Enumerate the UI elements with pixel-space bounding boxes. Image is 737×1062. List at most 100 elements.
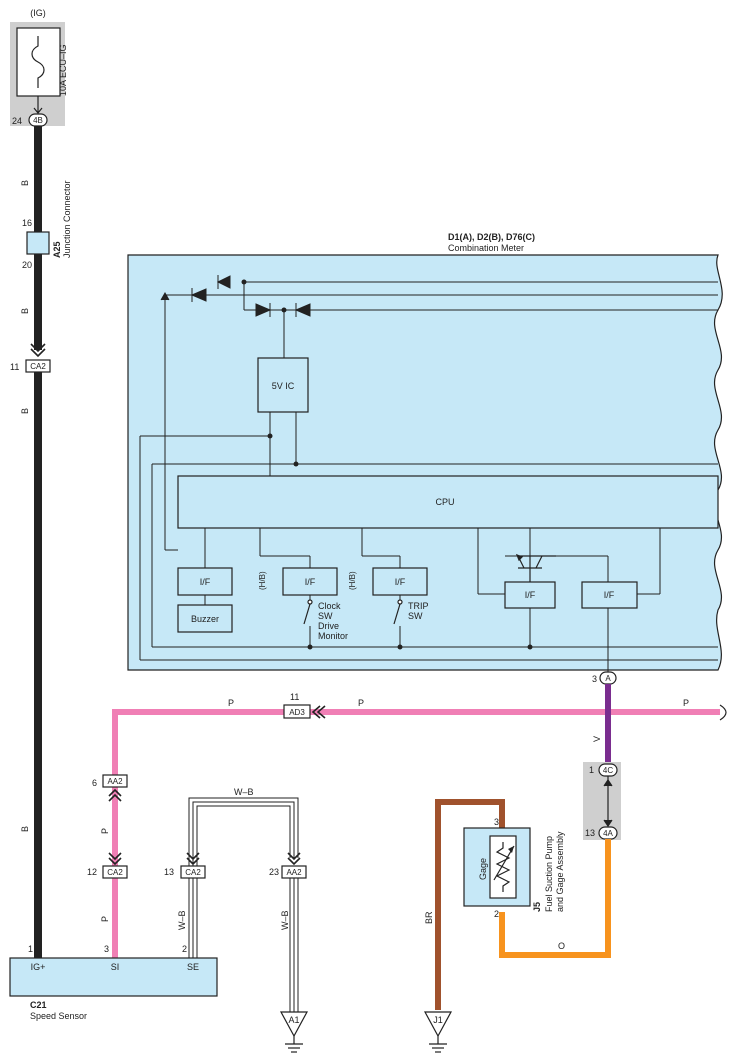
if-label-2: I/F [305, 577, 316, 587]
meter-id: D1(A), D2(B), D76(C) [448, 232, 535, 242]
wire-p-label-2: P [358, 698, 364, 708]
wire-p-label-3: P [683, 698, 689, 708]
connector-aa2-23 [281, 865, 307, 879]
fuse-pin: 24 [12, 116, 22, 126]
ground-j1-icon [423, 1011, 453, 1053]
gage-label: Gage [478, 858, 488, 880]
if-label-1: I/F [200, 577, 211, 587]
connector-aa2-left [102, 774, 128, 788]
connector-ca2-top-label: CA2 [30, 362, 46, 371]
switch-trip-label-2: SW [408, 611, 423, 621]
ground-a1-label: A1 [288, 1015, 299, 1025]
ground-a1-icon [279, 1011, 309, 1053]
gage-name-2: and Gage Assembly [555, 831, 565, 912]
meter-internal-wiring [139, 281, 718, 672]
wire-br-label: BR [424, 911, 434, 924]
connector-ad3 [283, 704, 311, 719]
connector-ad3-label: AD3 [289, 708, 305, 717]
switch-clock-label-4: Monitor [318, 631, 348, 641]
fuse-name: 10A ECU–IG [58, 44, 68, 96]
wire-o [499, 839, 611, 958]
wire-p [112, 709, 720, 960]
diode-icons [160, 275, 311, 317]
ad3-pin: 11 [290, 692, 299, 702]
5v-ic-label: 5V IC [272, 381, 295, 391]
wire-p-label-5: P [100, 916, 110, 922]
connector-ca2-13 [180, 865, 206, 879]
wire-b-label-4: B [20, 826, 30, 832]
junction-name: Junction Connector [62, 180, 72, 258]
ig-label: (IG) [30, 8, 46, 18]
hb-label-2: (H/B) [348, 571, 357, 590]
jc-pin1: 1 [589, 765, 594, 775]
junction-pin-top: 16 [22, 218, 32, 228]
if-box-trip [372, 567, 428, 596]
connector-aa2-23-label: AA2 [286, 868, 302, 877]
gage-pin-top: 3 [494, 817, 499, 827]
ca2-12-pin: 12 [87, 867, 97, 877]
junction-id: A25 [52, 241, 62, 258]
sensor-terminal-ig: IG+ [31, 962, 46, 972]
junction-pin-bottom: 20 [22, 260, 32, 270]
wire-b-label-2: B [20, 308, 30, 314]
jc-pin2: 13 [585, 828, 595, 838]
cpu-label: CPU [435, 497, 454, 507]
wire-continuation-icon [719, 704, 727, 721]
sensor-pin1: 1 [28, 944, 33, 954]
if-label-3: I/F [395, 577, 406, 587]
5v-ic [257, 357, 309, 413]
connector-aa2-left-label: AA2 [107, 777, 123, 786]
switch-clock-label-3: Drive [318, 621, 339, 631]
if-label-5: I/F [604, 590, 615, 600]
ca2-13-pin: 13 [164, 867, 174, 877]
if-label-4: I/F [525, 590, 536, 600]
meter-name: Combination Meter [448, 243, 524, 253]
wire-br [435, 799, 505, 1010]
switch-clock-label-2: SW [318, 611, 333, 621]
if-box-buzzer [177, 567, 233, 596]
sensor-terminal-se: SE [187, 962, 199, 972]
connector-ca2-13-label: CA2 [185, 868, 201, 877]
variable-resistor-icon [495, 842, 511, 892]
wire-wb-label-2: W–B [177, 910, 187, 930]
connector-4a-label: 4A [603, 829, 613, 838]
connector-ca2-top-pin: 11 [10, 362, 19, 372]
if-box-4 [504, 581, 556, 609]
wire-v-label: V [592, 736, 602, 742]
switch-trip-label-1: TRIP [408, 601, 429, 611]
wire-o-label: O [558, 941, 565, 951]
gage-pin-bottom: 2 [494, 909, 499, 919]
switch-icons [303, 599, 403, 625]
if-box-clock [282, 567, 338, 596]
connector-4c-label: 4C [603, 766, 613, 775]
sensor-name: Speed Sensor [30, 1011, 87, 1021]
switch-clock-label-1: Clock [318, 601, 341, 611]
fuse-icon [31, 36, 45, 88]
sensor-terminal-si: SI [111, 962, 120, 972]
if-box-5 [581, 581, 638, 609]
gage-id: J5 [532, 902, 542, 912]
buzzer [177, 604, 233, 633]
wire-p-label-1: P [228, 698, 234, 708]
speed-sensor [9, 957, 218, 997]
wire-wb-label-1: W–B [234, 787, 254, 797]
gage-name-1: Fuel Suction Pump [544, 836, 554, 912]
connector-ca2-12 [102, 865, 128, 879]
buzzer-label: Buzzer [191, 614, 219, 624]
hb-label-1: (H/B) [258, 571, 267, 590]
aa2-left-pin: 6 [92, 778, 97, 788]
transistor-icon [515, 553, 556, 582]
connector-a-label: A [605, 674, 611, 683]
junction-connector-a25 [26, 231, 50, 255]
meter-out-pin: 3 [592, 674, 597, 684]
sensor-pin3: 3 [104, 944, 109, 954]
aa2-23-pin: 23 [269, 867, 279, 877]
connector-arrow-ca2 [30, 343, 46, 358]
connector-ca2-12-label: CA2 [107, 868, 123, 877]
ground-j1-label: J1 [433, 1015, 443, 1025]
wire-b-label-3: B [20, 408, 30, 414]
junction-dots [241, 279, 533, 650]
wire-b-label-1: B [20, 180, 30, 186]
wire-p-label-4: P [100, 828, 110, 834]
cpu [177, 475, 719, 529]
